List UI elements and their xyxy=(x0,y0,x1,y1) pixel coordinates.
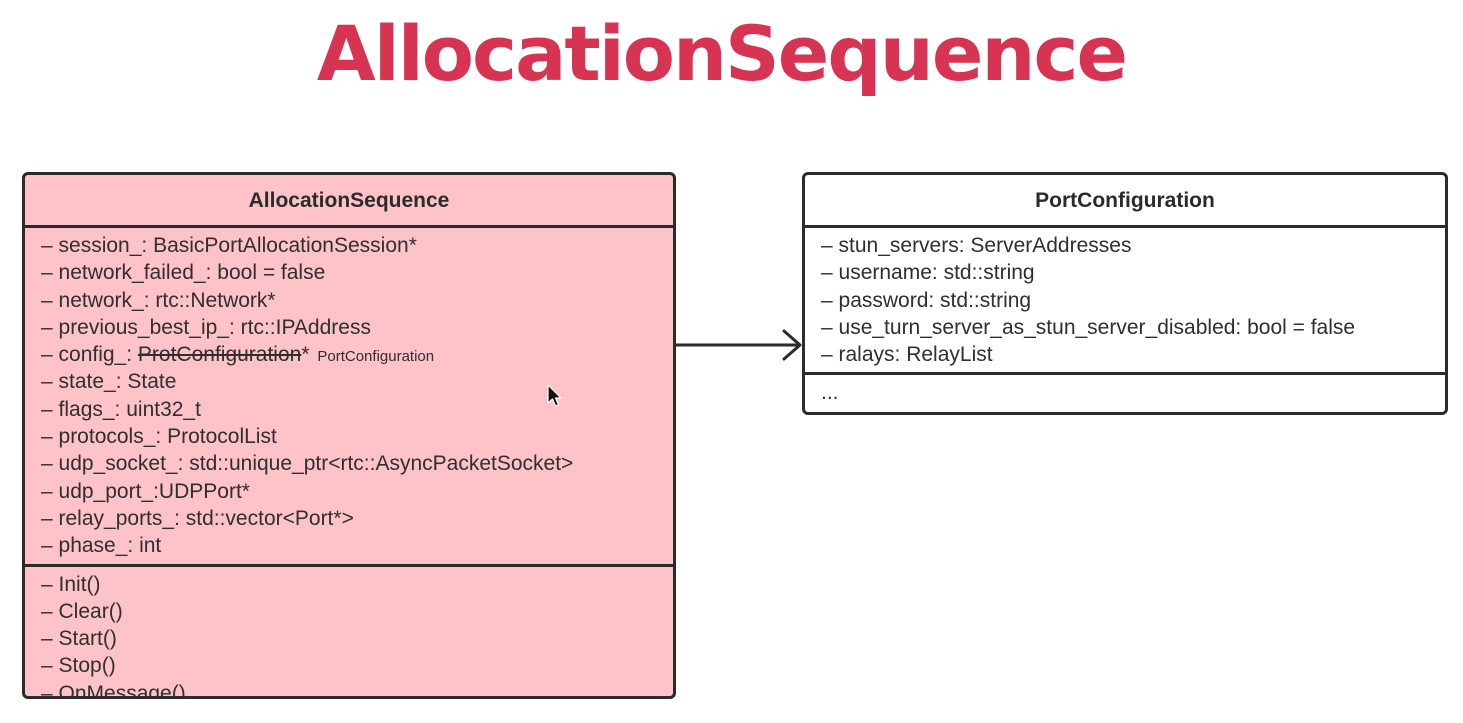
method-row: – Start() xyxy=(41,627,117,651)
attribute-row: – ralays: RelayList xyxy=(821,343,993,367)
attribute-row: – previous_best_ip_: rtc::IPAddress xyxy=(41,315,371,339)
class-name: AllocationSequence xyxy=(25,175,673,228)
method-row: – Init() xyxy=(41,572,101,596)
method-row: – OnMessage() xyxy=(41,681,186,699)
mouse-cursor-icon xyxy=(547,384,562,407)
method-row: – Stop() xyxy=(41,654,116,678)
attributes-section: – session_: BasicPortAllocationSession* … xyxy=(25,228,673,564)
page-title: AllocationSequence xyxy=(316,9,1128,98)
struck-type: ProtConfiguration xyxy=(137,343,302,367)
attribute-row: – use_turn_server_as_stun_server_disable… xyxy=(821,315,1356,339)
attribute-row: – protocols_: ProtocolList xyxy=(41,425,277,449)
attribute-row: – stun_servers: ServerAddresses xyxy=(821,234,1132,257)
method-row: ... xyxy=(821,381,839,405)
attribute-row: – session_: BasicPortAllocationSession* xyxy=(41,234,417,257)
attribute-suffix: * xyxy=(301,343,310,367)
method-row: – Clear() xyxy=(41,599,123,623)
attribute-prefix: – config_: xyxy=(41,343,138,367)
open-arrowhead xyxy=(782,329,802,361)
attribute-row: – flags_: uint32_t xyxy=(41,397,201,421)
attribute-row: – state_: State xyxy=(41,370,177,394)
attribute-row: – udp_port_:UDPPort* xyxy=(41,479,250,503)
attribute-row: – config_: ProtConfiguration* PortConfig… xyxy=(41,341,673,368)
attribute-row: – network_failed_: bool = false xyxy=(41,261,326,285)
attribute-row: – password: std::string xyxy=(821,288,1032,312)
attribute-row: – network_: rtc::Network* xyxy=(41,288,276,312)
allocation-sequence-class[interactable]: AllocationSequence – session_: BasicPort… xyxy=(22,172,676,699)
port-configuration-class[interactable]: PortConfiguration – stun_servers: Server… xyxy=(802,172,1448,415)
methods-section: – Init() – Clear() – Start() – Stop() – … xyxy=(25,563,673,699)
attribute-row: – relay_ports_: std::vector<Port*> xyxy=(41,506,354,530)
correction-note: PortConfiguration xyxy=(317,348,435,366)
attribute-row: – username: std::string xyxy=(821,261,1035,285)
attribute-row: – udp_socket_: std::unique_ptr<rtc::Asyn… xyxy=(41,452,574,476)
attribute-row: – phase_: int xyxy=(41,534,162,558)
class-name: PortConfiguration xyxy=(805,175,1445,228)
attributes-section: – stun_servers: ServerAddresses – userna… xyxy=(805,228,1445,372)
methods-section: ... xyxy=(805,372,1445,410)
